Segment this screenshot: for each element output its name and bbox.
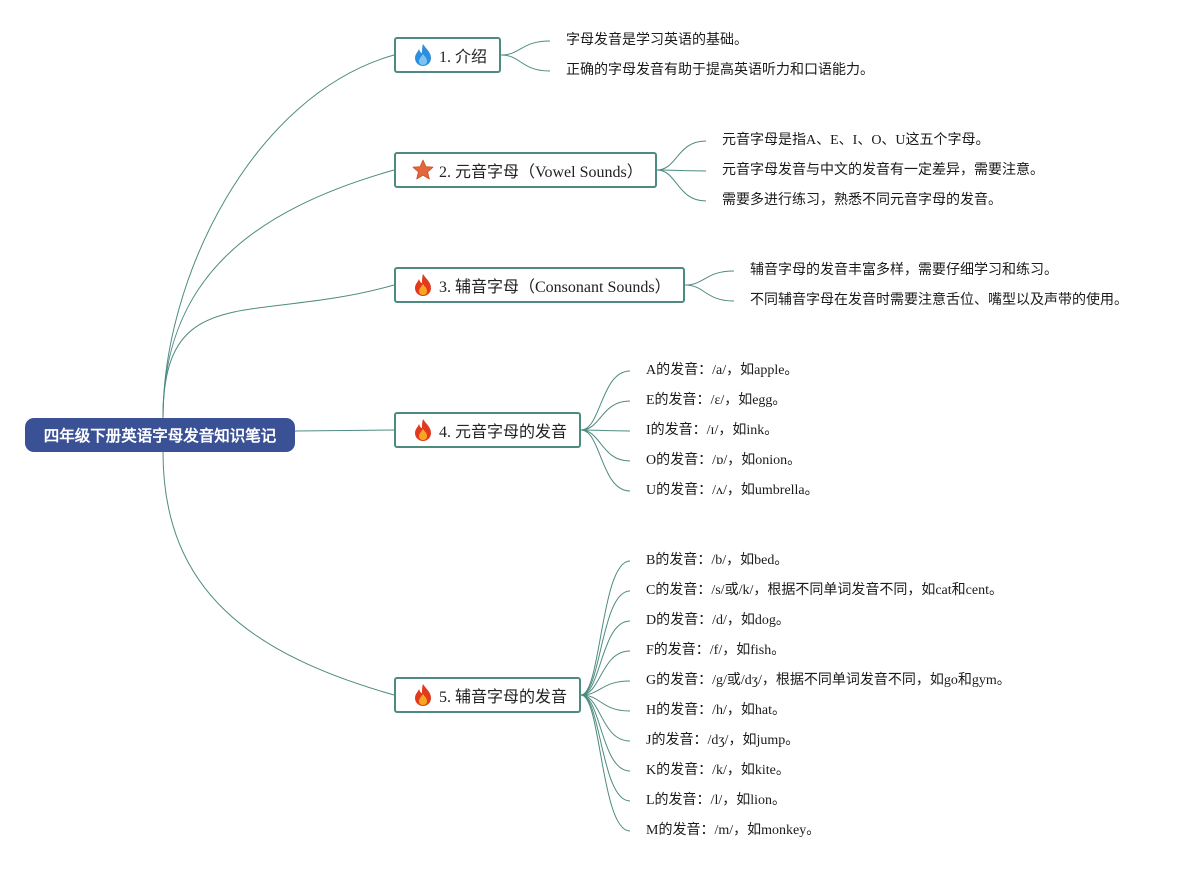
leaf-branch-line	[656, 140, 707, 171]
leaf-text: 元音字母发音与中文的发音有一定差异，需要注意。	[722, 163, 1044, 178]
topic-intro[interactable]: 1. 介绍	[394, 37, 501, 73]
leaf-branch-line	[580, 650, 631, 696]
leaf-text: 不同辅音字母在发音时需要注意舌位、嘴型以及声带的使用。	[750, 293, 1128, 308]
topic-label: 2. 元音字母（Vowel Sounds）	[439, 164, 643, 181]
leaf-branch-line	[656, 169, 707, 172]
leaf-branch-line	[684, 284, 735, 302]
leaf-text: M的发音：/m/，如monkey。	[646, 823, 821, 838]
leaf-text: 元音字母是指A、E、I、O、U这五个字母。	[722, 133, 990, 148]
star-icon	[412, 159, 434, 180]
leaf-text: G的发音：/g/或/dʒ/，根据不同单词发音不同，如go和gym。	[646, 673, 1011, 688]
topic-consonant-pronunciation[interactable]: 5. 辅音字母的发音	[394, 677, 581, 713]
leaf-branch-line	[580, 694, 631, 832]
leaf-branch-line	[684, 270, 735, 286]
leaf-text: E的发音：/ɛ/，如egg。	[646, 393, 787, 408]
leaf-branch-line	[580, 680, 631, 696]
leaf-text: 辅音字母的发音丰富多样，需要仔细学习和练习。	[750, 263, 1058, 278]
leaf-text: J的发音：/dʒ/，如jump。	[646, 733, 800, 748]
topic-consonant-letters[interactable]: 3. 辅音字母（Consonant Sounds）	[394, 267, 685, 303]
leaf-branch-line	[580, 694, 631, 742]
leaf-text: B的发音：/b/，如bed。	[646, 553, 789, 568]
leaf-branch-line	[580, 590, 631, 696]
fire-icon	[415, 684, 431, 706]
leaf-branch-line	[580, 620, 631, 696]
leaf-branch-line	[580, 694, 631, 712]
leaf-text: U的发音：/ʌ/，如umbrella。	[646, 483, 819, 498]
leaf-text: O的发音：/ɒ/，如onion。	[646, 453, 802, 468]
topic-label: 4. 元音字母的发音	[439, 424, 568, 441]
topic-vowel-pronunciation[interactable]: 4. 元音字母的发音	[394, 412, 581, 448]
leaf-branch-line	[500, 40, 551, 56]
root-branch-line	[162, 284, 395, 419]
leaf-branch-line	[500, 54, 551, 72]
leaf-text: H的发音：/h/，如hat。	[646, 703, 786, 718]
leaf-branch-line	[656, 169, 707, 202]
topic-label: 3. 辅音字母（Consonant Sounds）	[439, 279, 671, 296]
topic-label: 1. 介绍	[439, 49, 488, 66]
leaf-text: 字母发音是学习英语的基础。	[566, 33, 748, 48]
leaf-branch-line	[580, 429, 631, 462]
leaf-branch-line	[580, 429, 631, 492]
leaf-branch-line	[580, 400, 631, 431]
leaf-branch-line	[580, 560, 631, 696]
leaf-text: D的发音：/d/，如dog。	[646, 613, 790, 628]
leaf-branch-line	[580, 429, 631, 432]
fire-icon	[415, 419, 431, 441]
root-branch-line	[162, 451, 395, 696]
leaf-branch-line	[580, 370, 631, 431]
root-branch-line	[162, 54, 395, 419]
topic-label: 5. 辅音字母的发音	[439, 689, 568, 706]
blue-flame-icon	[415, 44, 431, 66]
fire-icon	[415, 274, 431, 296]
root-branch-line	[294, 429, 395, 432]
leaf-text: I的发音：/ɪ/，如ink。	[646, 423, 779, 438]
leaf-text: 正确的字母发音有助于提高英语听力和口语能力。	[566, 63, 874, 78]
root-node[interactable]: 四年级下册英语字母发音知识笔记	[25, 418, 295, 452]
root-branch-line	[162, 169, 395, 419]
leaf-text: L的发音：/l/，如lion。	[646, 793, 786, 808]
leaf-text: 需要多进行练习，熟悉不同元音字母的发音。	[722, 193, 1002, 208]
topic-vowel-letters[interactable]: 2. 元音字母（Vowel Sounds）	[394, 152, 657, 188]
leaf-text: F的发音：/f/，如fish。	[646, 643, 786, 658]
root-label: 四年级下册英语字母发音知识笔记	[43, 427, 277, 445]
leaf-text: C的发音：/s/或/k/，根据不同单词发音不同，如cat和cent。	[646, 583, 1003, 598]
leaf-text: K的发音：/k/，如kite。	[646, 763, 790, 778]
leaf-text: A的发音：/a/，如apple。	[646, 363, 799, 378]
